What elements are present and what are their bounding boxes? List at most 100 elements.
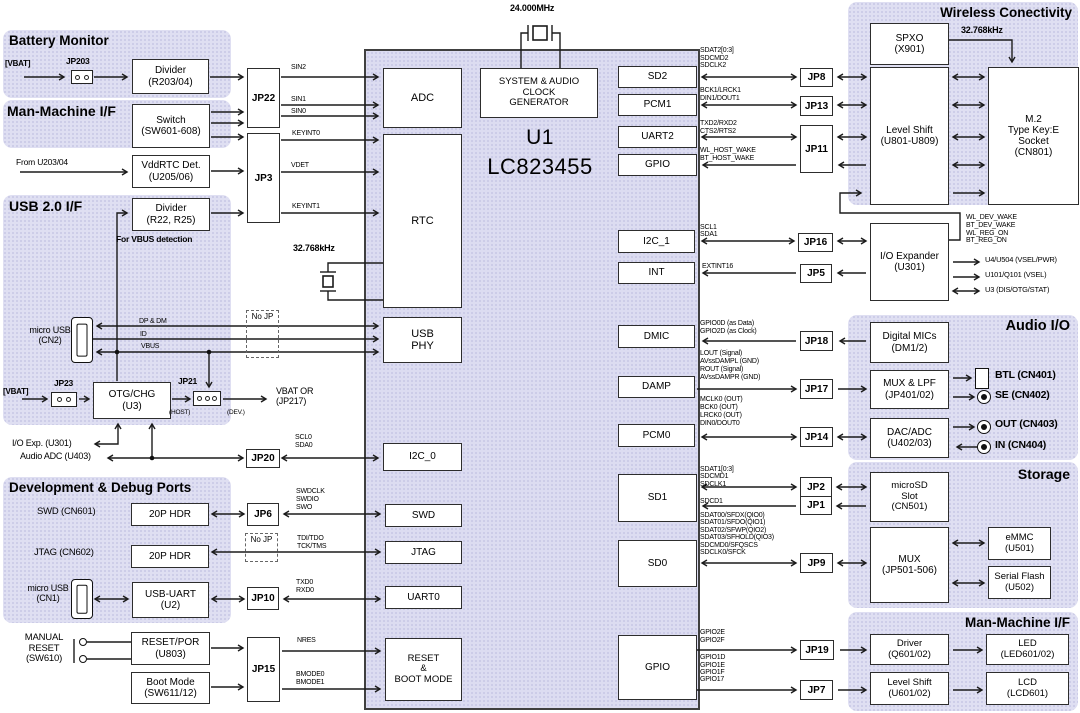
diagram-label: TCK/TMS <box>297 543 327 550</box>
diagram-label: SCL0 <box>295 434 312 441</box>
box-sd1: SD1 <box>618 474 697 522</box>
box-damp: DAMP <box>618 376 695 398</box>
in-jack-icon <box>977 440 991 454</box>
box-switch-sw601: Switch (SW601-608) <box>132 104 210 148</box>
box-lcd: LCD (LCD601) <box>986 672 1069 705</box>
diagram-label: SDAT2[0:3] <box>700 47 734 54</box>
diagram-label: 24.000MHz <box>510 3 555 13</box>
box-reset-por: RESET/POR (U803) <box>131 632 210 665</box>
diagram-label: JP23 <box>54 378 74 388</box>
diagram-label: DP & DM <box>139 318 167 325</box>
jp20: JP20 <box>246 449 280 468</box>
diagram-label: VDET <box>291 162 309 169</box>
box-serial-flash: Serial Flash (U502) <box>988 566 1051 599</box>
diagram-label: GPIO0D (as Data) <box>700 320 754 327</box>
diagram-label: SDCLK2 <box>700 62 727 69</box>
out-jack-icon <box>977 420 991 434</box>
jp10: JP10 <box>247 587 279 610</box>
diagram-label: SDCMD2 <box>700 55 729 62</box>
jp18: JP18 <box>800 331 833 351</box>
se-jack-icon <box>977 390 991 404</box>
diagram-label: LOUT (Signal) <box>700 350 743 357</box>
jp16: JP16 <box>798 233 833 252</box>
jp15: JP15 <box>247 637 280 702</box>
box-level-shift-801: Level Shift (U801-U809) <box>870 67 949 205</box>
diagram-label: AVssDAMPL (GND) <box>700 358 759 365</box>
box-emmc: eMMC (U501) <box>988 527 1051 560</box>
box-rtc: RTC <box>383 134 462 308</box>
box-spxo: SPXO (X901) <box>870 23 949 65</box>
diagram-label: MCLK0 (OUT) <box>700 396 743 403</box>
jp6: JP6 <box>247 503 279 526</box>
diagram-label: SDAT03/SFHOLD(QIO3) <box>700 534 774 541</box>
junction-dot <box>206 349 212 355</box>
diagram-label: GPIO1D <box>700 654 726 661</box>
panel-usb20-if-title: USB 2.0 I/F <box>9 198 83 214</box>
box-adc: ADC <box>383 68 462 128</box>
panel-man-machine-if-top-title: Man-Machine I/F <box>7 103 116 119</box>
diagram-label: AVssDAMPR (GND) <box>700 374 761 381</box>
jp8: JP8 <box>800 68 833 87</box>
diagram-label: BMODE0 <box>296 671 325 678</box>
reset-switch-icon <box>79 638 87 646</box>
diagram-label: SIN2 <box>291 64 306 71</box>
box-clock-generator: SYSTEM & AUDIO CLOCK GENERATOR <box>480 68 598 118</box>
diagram-label: U101/Q101 (VSEL) <box>985 270 1047 279</box>
wire-group-left <box>20 73 382 693</box>
box-mux-jp501: MUX (JP501-506) <box>870 527 949 603</box>
box-led: LED (LED601/02) <box>986 634 1069 665</box>
diagram-label: DIN1/DOUT1 <box>700 95 740 102</box>
diagram-label: 32.768kHz <box>293 243 335 253</box>
box-dac-adc: DAC/ADC (U402/03) <box>870 418 949 458</box>
diagram-label: (DEV.) <box>227 409 245 416</box>
micro-usb-connector-cn1 <box>71 579 93 619</box>
box-20p-hdr-jtag: 20P HDR <box>131 545 209 568</box>
box-pcm0: PCM0 <box>618 424 695 447</box>
box-level-shift-601: Level Shift (U601/02) <box>870 672 949 705</box>
junction-dot <box>114 349 120 355</box>
diagram-label: OUT (CN403) <box>995 418 1058 430</box>
jp3: JP3 <box>247 133 280 223</box>
box-otg-chg: OTG/CHG (U3) <box>93 382 171 419</box>
box-io-expander: I/O Expander (U301) <box>870 223 949 301</box>
diagram-label: BT_HOST_WAKE <box>700 155 755 162</box>
box-gpio-top: GPIO <box>618 154 697 176</box>
diagram-label: JP21 <box>178 376 198 386</box>
diagram-label: KEYINT0 <box>292 130 320 137</box>
panel-wireless-title: Wireless Conectivity <box>940 5 1072 20</box>
diagram-label: DIN0/DOUT0 <box>700 420 740 427</box>
diagram-label: SDCMD0/SFQSCS <box>700 542 758 549</box>
box-boot-mode: Boot Mode (SW611/12) <box>131 672 210 704</box>
diagram-label: RXD0 <box>296 587 314 594</box>
jp1: JP1 <box>800 496 832 515</box>
diagram-label: SCL1 <box>700 224 717 231</box>
diagram-label: BT_REG_ON <box>966 237 1007 244</box>
diagram-label: MANUAL RESET (SW610) <box>24 632 64 665</box>
diagram-label: (HOST) <box>169 409 191 416</box>
diagram-label: SDCD1 <box>700 498 723 505</box>
jp22: JP22 <box>247 68 280 128</box>
crystal-32khz-icon <box>320 262 383 301</box>
box-usb-uart: USB-UART (U2) <box>132 582 209 618</box>
diagram-label: VBAT OR (JP217) <box>276 386 314 407</box>
box-microsd-slot: microSD Slot (CN501) <box>870 472 949 522</box>
box-sd2: SD2 <box>618 66 697 88</box>
panel-battery-monitor-title: Battery Monitor <box>9 33 109 48</box>
jp7: JP7 <box>800 680 833 700</box>
diagram-label: CTS2/RTS2 <box>700 128 736 135</box>
diagram-label: SDA0 <box>295 442 313 449</box>
panel-storage-title: Storage <box>1017 466 1070 482</box>
box-i2c0: I2C_0 <box>383 443 462 471</box>
diagram-label: KEYINT1 <box>292 203 320 210</box>
diagram-label: WL_REG_ON <box>966 230 1009 237</box>
panel-man-machine-if-bottom-title: Man-Machine I/F <box>964 615 1070 630</box>
diagram-label: BT_DEV_WAKE <box>966 222 1016 229</box>
crystal-24mhz-icon <box>520 25 561 68</box>
diagram-label: SWDIO <box>296 496 319 503</box>
jp203-pins <box>71 70 93 84</box>
jp13: JP13 <box>800 96 833 116</box>
diagram-label: NRES <box>297 637 316 644</box>
diagram-label: SDCLK1 <box>700 481 727 488</box>
wire-group-right <box>697 39 1016 694</box>
